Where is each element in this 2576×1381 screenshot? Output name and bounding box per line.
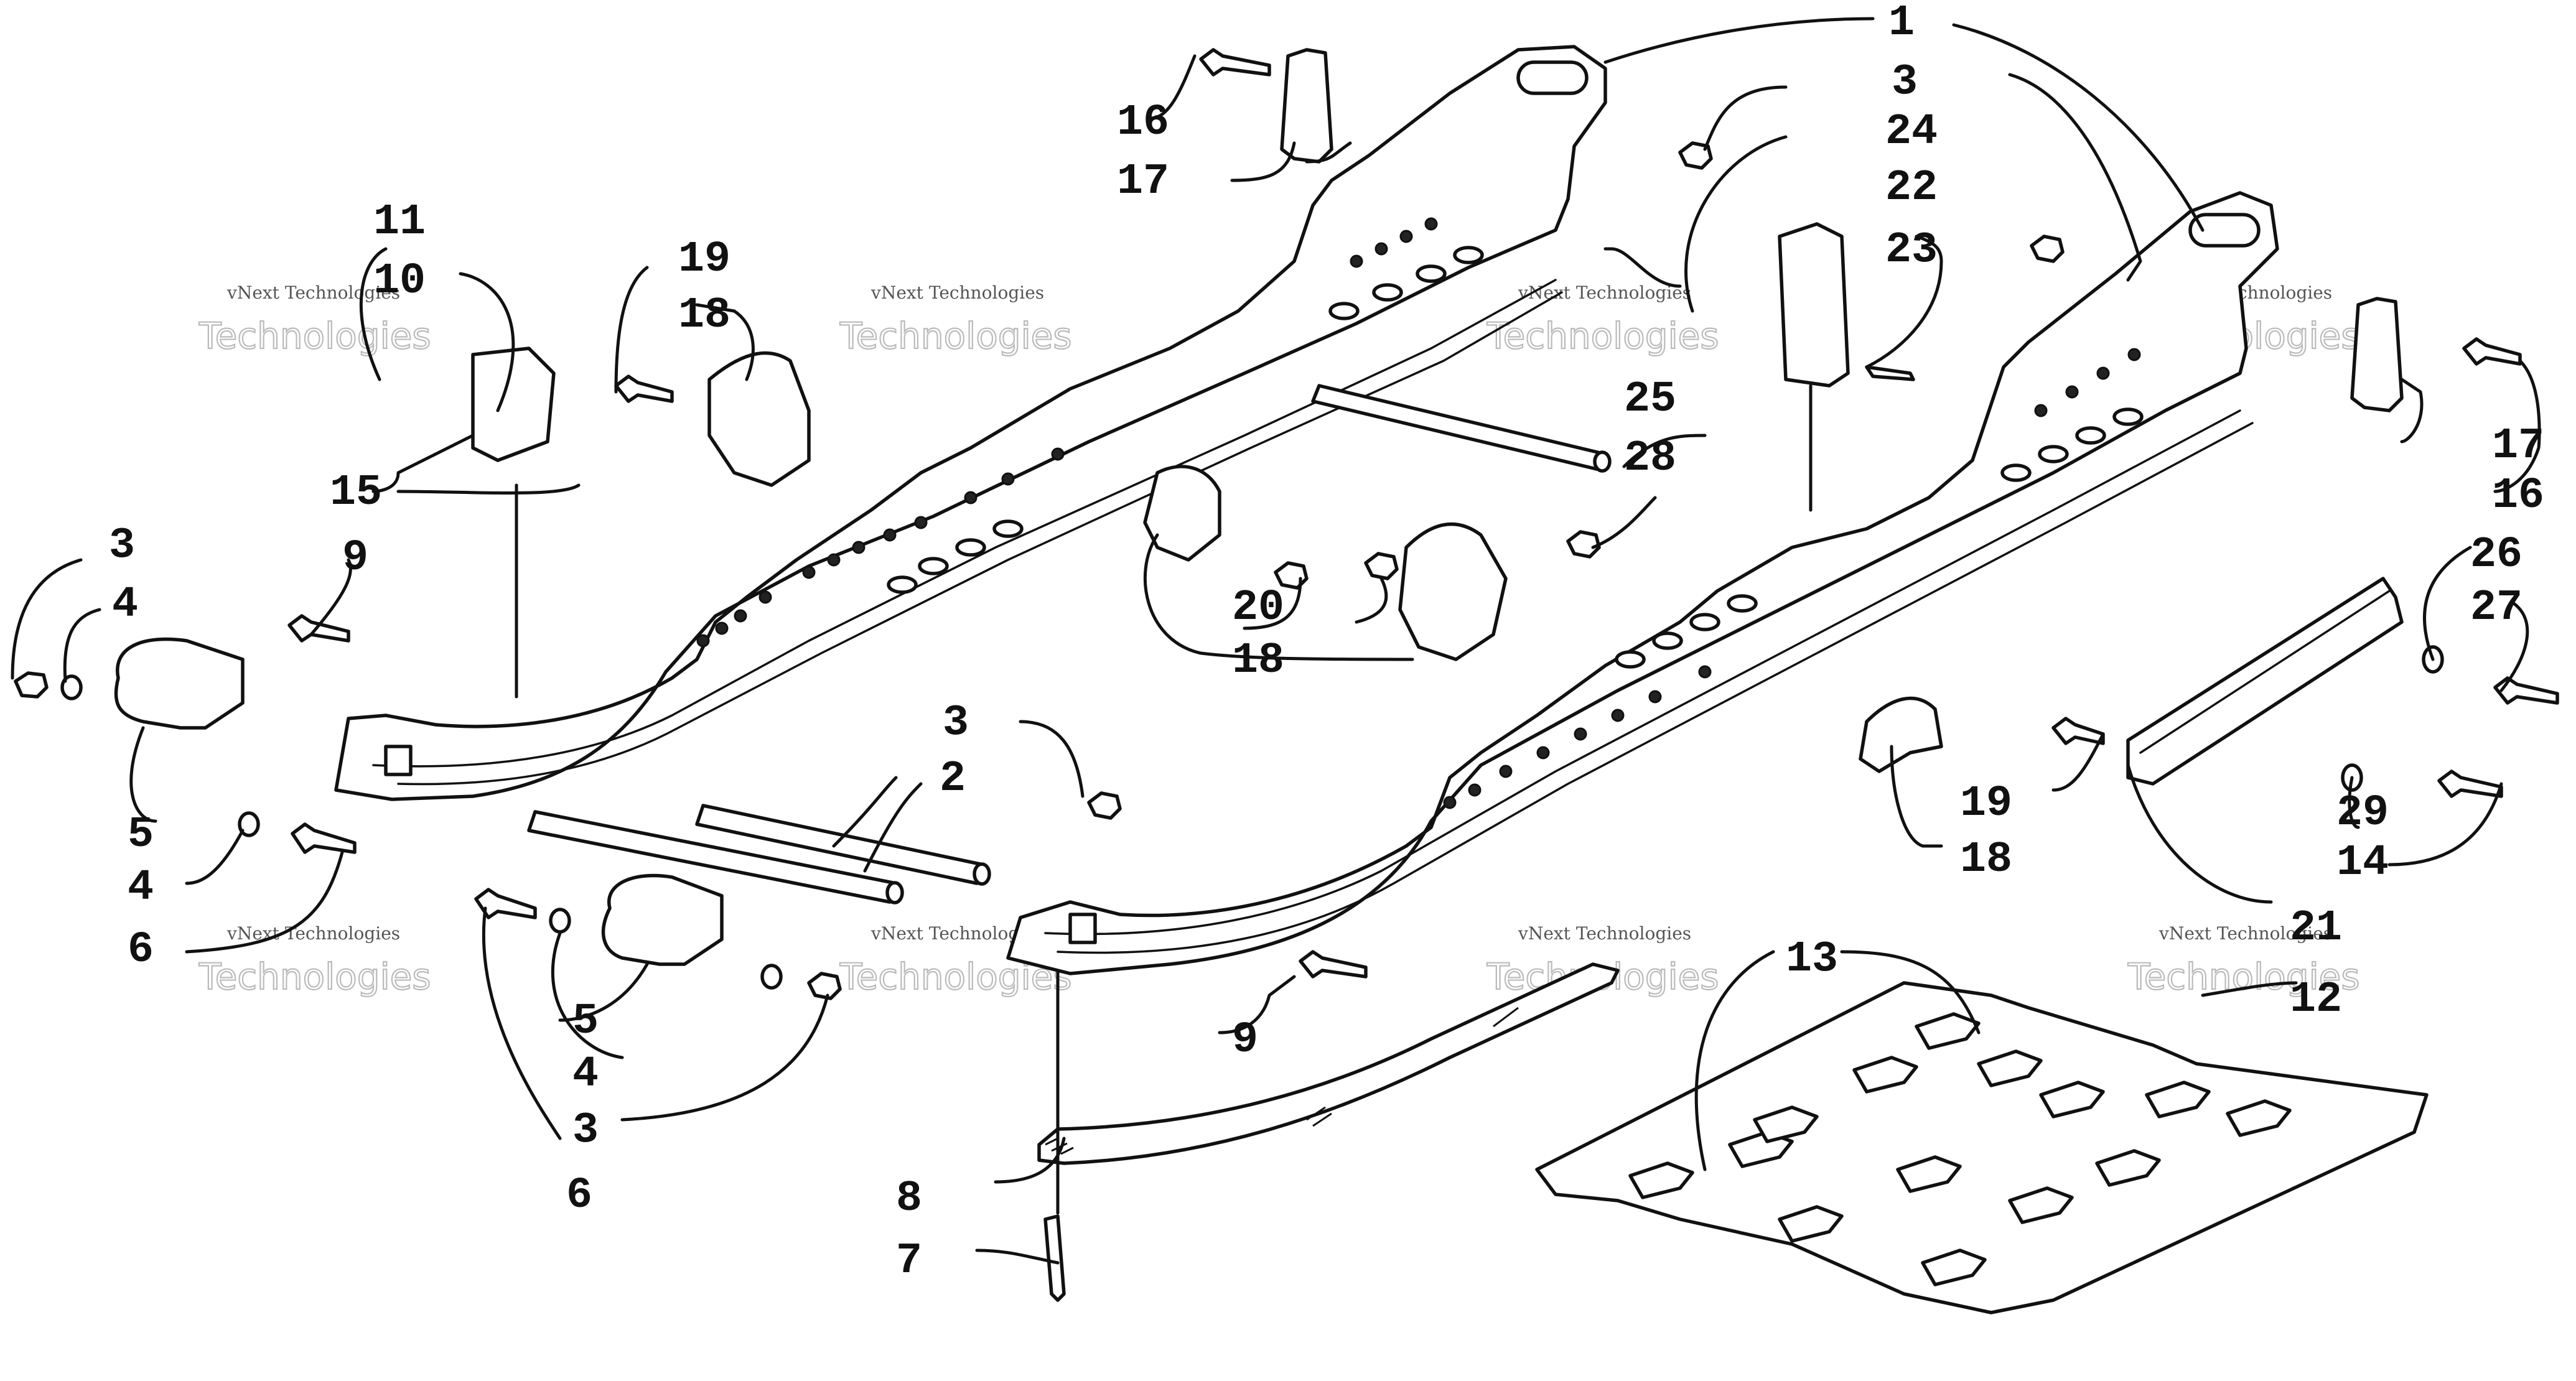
callout-6: 6 xyxy=(566,1171,592,1221)
watermark-large: Technologies xyxy=(1486,315,1719,357)
callout-4: 4 xyxy=(572,1050,599,1099)
leader-lines xyxy=(11,17,2541,1265)
callout-18: 18 xyxy=(1232,636,1284,686)
wear-strip xyxy=(1037,962,1620,1165)
callout-26: 26 xyxy=(2470,531,2522,580)
callout-21: 21 xyxy=(2290,904,2342,953)
callout-22: 22 xyxy=(1885,164,1938,213)
callout-3: 3 xyxy=(572,1106,599,1155)
callout-7: 7 xyxy=(896,1237,922,1286)
watermark-caption: vNext Technologies xyxy=(870,282,1044,303)
callout-1: 1 xyxy=(1888,0,1915,48)
callout-6: 6 xyxy=(128,926,154,975)
track-lugs xyxy=(1628,1012,2292,1286)
callout-13: 13 xyxy=(1786,935,1838,984)
callout-25: 25 xyxy=(1624,375,1676,424)
callout-18: 18 xyxy=(678,291,730,340)
callout-28: 28 xyxy=(1624,434,1676,483)
watermark-caption: vNext Technologies xyxy=(226,923,400,944)
right-slide-rail xyxy=(1006,191,2279,975)
cross-shafts xyxy=(527,384,1612,904)
callout-15: 15 xyxy=(330,468,382,518)
watermark-caption: vNext Technologies xyxy=(1518,923,1691,944)
callout-19: 19 xyxy=(1960,779,2012,829)
callout-5: 5 xyxy=(572,997,599,1046)
watermark-large: Technologies xyxy=(2127,956,2360,998)
callout-27: 27 xyxy=(2470,584,2522,633)
callout-19: 19 xyxy=(678,235,730,284)
callout-16: 16 xyxy=(1117,98,1169,147)
callout-17: 17 xyxy=(2492,422,2544,471)
callout-20: 20 xyxy=(1232,584,1284,633)
small-parts xyxy=(14,48,2559,1302)
callout-23: 23 xyxy=(1885,226,1938,275)
watermark-large: Technologies xyxy=(198,956,431,998)
left-rail-holes xyxy=(696,217,1484,648)
watermark-caption: vNext Technologies xyxy=(226,282,400,303)
callout-3: 3 xyxy=(109,521,135,570)
callout-9: 9 xyxy=(1232,1016,1258,1065)
callout-9: 9 xyxy=(342,534,368,583)
watermark-large: Technologies xyxy=(198,315,431,357)
callout-16: 16 xyxy=(2492,472,2544,521)
callout-4: 4 xyxy=(112,580,138,630)
callout-3: 3 xyxy=(1892,58,1918,107)
callout-labels: 1 2 3 3 3 3 4 4 4 5 5 6 6 7 8 9 9 10 11 … xyxy=(109,0,2544,1286)
callout-11: 11 xyxy=(373,198,426,247)
callout-10: 10 xyxy=(373,257,426,306)
callout-2: 2 xyxy=(940,755,966,804)
callout-29: 29 xyxy=(2336,789,2389,838)
right-rail-holes xyxy=(1443,348,2144,809)
callout-12: 12 xyxy=(2290,975,2342,1025)
callout-24: 24 xyxy=(1885,108,1938,157)
watermark-caption: vNext Technologies xyxy=(2158,923,2332,944)
track-belt xyxy=(1535,981,2429,1314)
callout-3: 3 xyxy=(943,699,969,748)
callout-18: 18 xyxy=(1960,835,2012,885)
callout-8: 8 xyxy=(896,1174,922,1224)
callout-4: 4 xyxy=(128,863,154,913)
callout-5: 5 xyxy=(128,811,154,860)
callout-14: 14 xyxy=(2336,839,2389,888)
left-slide-rail xyxy=(334,45,1607,801)
callout-17: 17 xyxy=(1117,157,1169,207)
watermark-large: Technologies xyxy=(839,315,1072,357)
